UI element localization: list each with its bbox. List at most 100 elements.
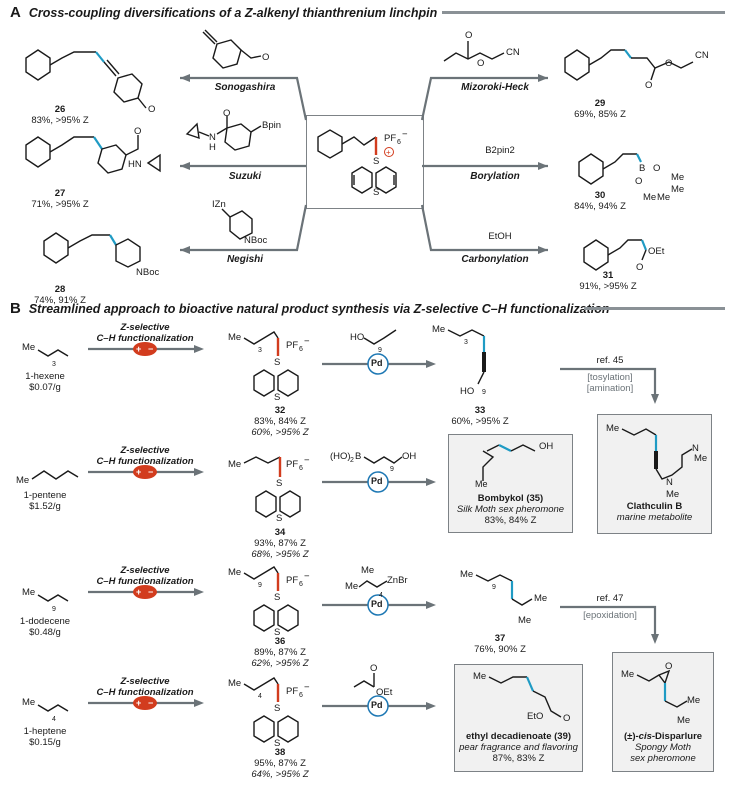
svg-text:6: 6 — [299, 465, 303, 472]
svg-text:Me: Me — [22, 697, 35, 708]
reaction-mizoroki-heck: Mizoroki-Heck — [461, 82, 529, 93]
disparlure-label: (±)-cis-Disparlure Spongy Moth sex phero… — [623, 731, 703, 764]
svg-text:+: + — [136, 467, 141, 477]
svg-text:+: + — [386, 148, 391, 157]
svg-text:S: S — [274, 738, 280, 749]
step1-arrow-1 — [88, 342, 204, 356]
svg-text:(HO): (HO) — [330, 451, 351, 462]
center-reagent-box — [306, 115, 424, 209]
step2-arrow-2 — [322, 471, 436, 493]
alkene-2-structure: Me — [16, 470, 79, 486]
svg-text:Me: Me — [228, 332, 241, 343]
svg-text:4: 4 — [379, 592, 383, 599]
svg-text:Me: Me — [432, 324, 445, 335]
svg-text:Me: Me — [518, 615, 531, 626]
svg-text:CN: CN — [695, 50, 709, 61]
svg-text:6: 6 — [299, 346, 303, 353]
svg-text:O: O — [635, 176, 642, 187]
svg-text:S: S — [373, 187, 379, 198]
svg-text:O: O — [665, 58, 672, 69]
svg-text:Me: Me — [671, 172, 684, 183]
followup-arrow-2 — [560, 605, 659, 644]
svg-text:HN: HN — [128, 159, 142, 170]
svg-text:2: 2 — [350, 457, 354, 464]
svg-text:9: 9 — [482, 389, 486, 396]
reagent-organozinc-piperidine: IZn NBoc — [212, 199, 267, 246]
alkene-3-structure: Me 9 — [22, 587, 69, 613]
svg-text:Me: Me — [606, 423, 619, 434]
svg-text:Me: Me — [228, 567, 241, 578]
svg-text:O: O — [563, 713, 570, 724]
svg-text:PF: PF — [286, 686, 298, 697]
pd-catalyst-3: Pd — [371, 599, 383, 609]
svg-text:N: N — [692, 443, 699, 454]
svg-text:Me: Me — [657, 192, 670, 203]
step1-arrow-3 — [88, 585, 204, 599]
svg-text:OH: OH — [539, 441, 553, 452]
alkene-1-structure: Me 3 — [22, 342, 69, 368]
svg-text:IZn: IZn — [212, 199, 226, 210]
svg-text:4: 4 — [258, 693, 262, 700]
svg-text:Me: Me — [643, 192, 656, 203]
svg-text:Me: Me — [460, 569, 473, 580]
svg-text:S: S — [274, 357, 280, 368]
svg-text:9: 9 — [492, 584, 496, 591]
alkene-2-label: 1-pentene$1.52/g — [23, 490, 67, 512]
product-30-structure: B O O Me Me Me Me — [578, 153, 684, 203]
step2-arrow-1 — [322, 353, 436, 375]
svg-text:N: N — [209, 132, 216, 143]
svg-text:O: O — [223, 108, 230, 119]
alkene-3-label: 1-dodecene$0.48/g — [19, 616, 71, 638]
svg-text:Me: Me — [621, 669, 634, 680]
svg-text:−: − — [304, 455, 310, 466]
svg-text:OEt: OEt — [648, 246, 665, 257]
followup-steps-1: [tosylation][amination] — [586, 372, 634, 394]
svg-text:9: 9 — [390, 466, 394, 473]
svg-text:3: 3 — [464, 339, 468, 346]
svg-text:Me: Me — [534, 593, 547, 604]
alkene-1-label: 1-hexene$0.07/g — [25, 371, 65, 393]
svg-text:Me: Me — [361, 565, 374, 576]
svg-text:B: B — [355, 451, 361, 462]
svg-text:3: 3 — [258, 347, 262, 354]
svg-text:−: − — [304, 571, 310, 582]
followup-steps-2: [epoxidation] — [583, 610, 637, 621]
svg-text:+: + — [136, 698, 141, 708]
section-a-arrows — [180, 74, 548, 254]
svg-text:S: S — [274, 392, 280, 403]
svg-text:NBoc: NBoc — [244, 235, 267, 246]
product-31-structure: OEt O — [583, 239, 665, 273]
svg-text:PF: PF — [286, 459, 298, 470]
svg-text:Me: Me — [16, 475, 29, 486]
svg-text:PF: PF — [286, 340, 298, 351]
svg-text:O: O — [465, 30, 472, 41]
svg-text:Me: Me — [677, 715, 690, 726]
svg-text:−: − — [304, 682, 310, 693]
alkene-4-structure: Me 4 — [22, 697, 69, 723]
step2-arrow-3 — [322, 594, 436, 616]
svg-text:S: S — [373, 156, 379, 167]
bombykol-structure: OH — [482, 441, 553, 481]
svg-text:S: S — [274, 703, 280, 714]
